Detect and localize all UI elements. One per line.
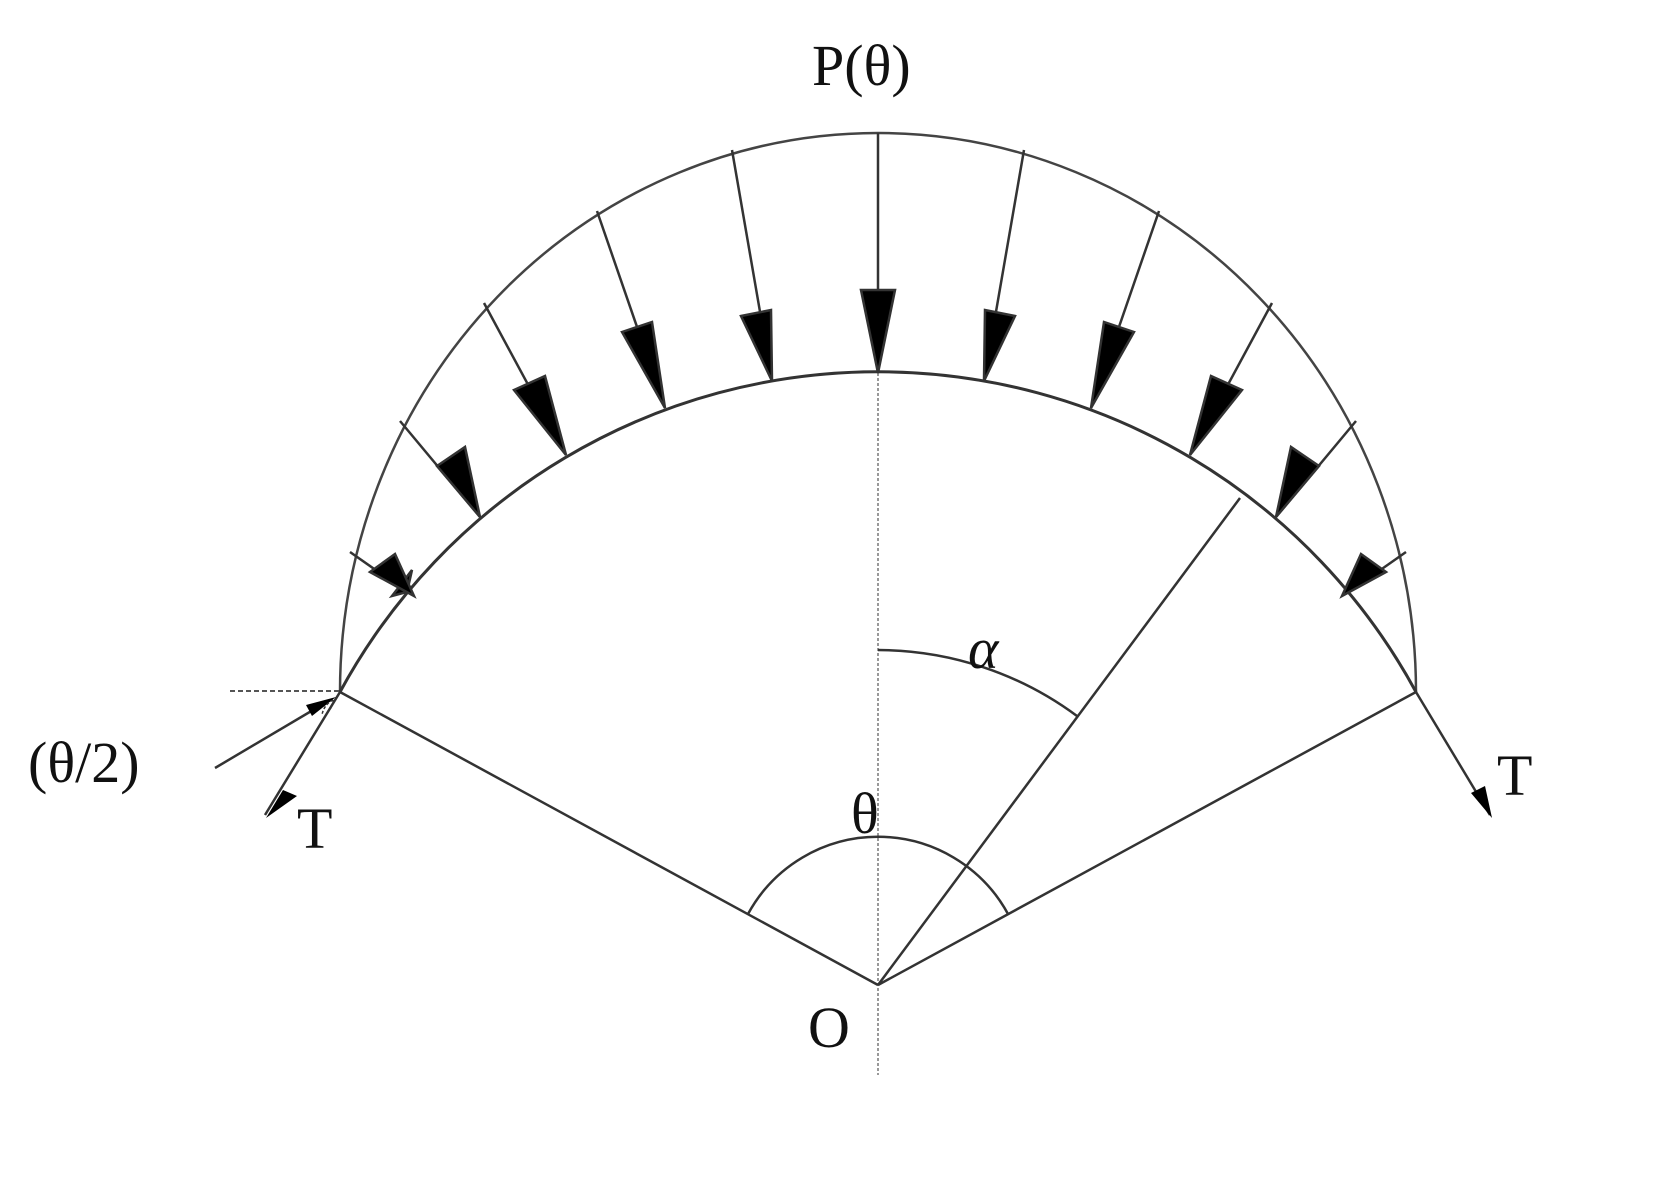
alpha-angle-arc [877, 648, 1078, 718]
origin-label: O [808, 995, 850, 1060]
tension-right-label: T [1497, 743, 1532, 808]
radius-left [339, 690, 879, 987]
alpha-label: α [968, 616, 1000, 681]
radius-right [877, 690, 1417, 987]
half-angle-annotation [214, 690, 340, 770]
half-angle-label: (θ/2) [28, 730, 140, 795]
theta-label: θ [851, 781, 879, 846]
theta-angle-arc [746, 835, 1010, 915]
tension-left-label: T [297, 796, 332, 861]
tension-arrow-right [1414, 691, 1492, 818]
load-arrows [349, 133, 1407, 599]
tension-arrow-left [263, 691, 342, 818]
radius-alpha [876, 497, 1242, 986]
load-label: P(θ) [812, 33, 911, 98]
